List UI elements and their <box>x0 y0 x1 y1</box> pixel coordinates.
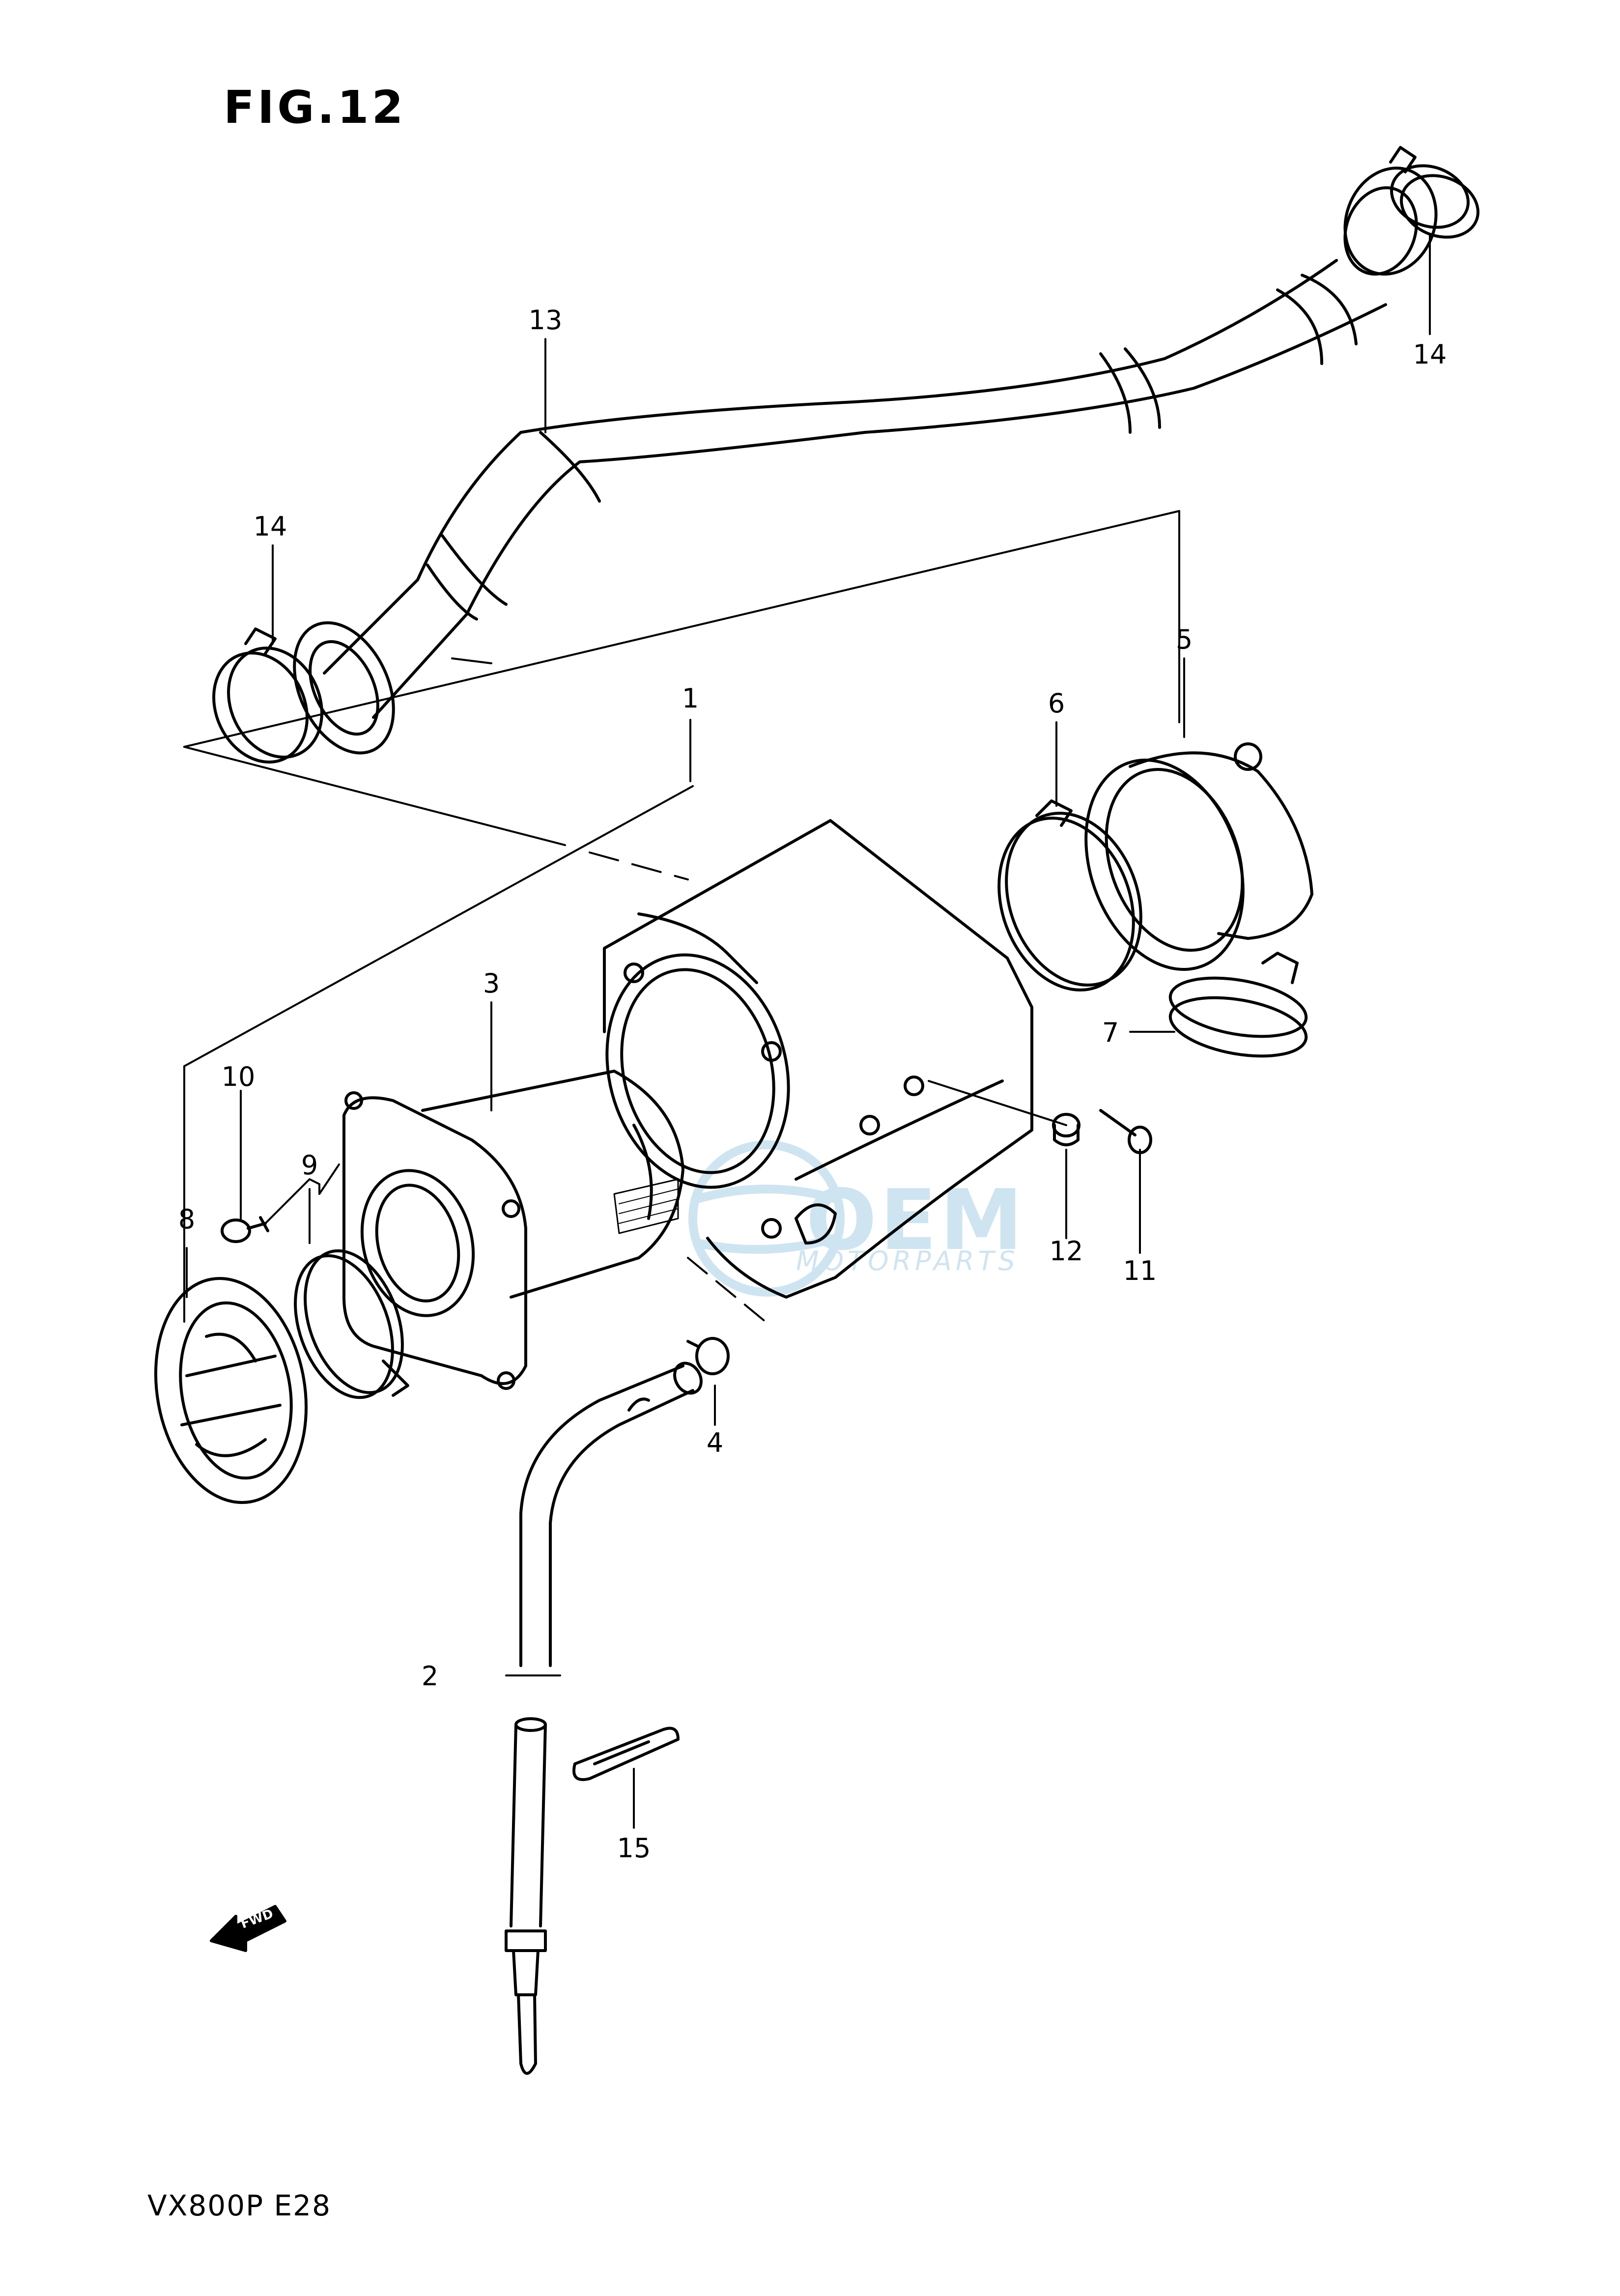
hose-clamp-right <box>1389 146 1479 239</box>
callout-14b: 14 <box>1413 339 1447 370</box>
outlet-duct-5 <box>1084 742 1313 971</box>
callout-14a: 14 <box>254 511 287 542</box>
drain-hose <box>519 1361 703 1667</box>
case-bolt-leader <box>928 1080 1067 1126</box>
callout-11: 11 <box>1123 1255 1157 1286</box>
model-code: VX800P E28 <box>147 2189 331 2222</box>
leader-lines <box>186 235 1431 1829</box>
bolt-11 <box>1099 1109 1152 1154</box>
clip-15 <box>572 1727 680 1781</box>
callout-15: 15 <box>617 1833 651 1864</box>
callout-7: 7 <box>1102 1017 1119 1048</box>
callout-3: 3 <box>483 968 500 999</box>
callout-4: 4 <box>707 1427 723 1458</box>
callout-8: 8 <box>178 1204 195 1235</box>
drain-plug <box>505 1717 547 2075</box>
callout-12: 12 <box>1050 1236 1083 1267</box>
inlet-duct <box>154 1277 308 1504</box>
callout-10: 10 <box>222 1061 256 1092</box>
callout-labels: 1 2 3 4 5 6 7 8 9 10 11 12 13 14 14 15 <box>178 305 1447 1864</box>
clamp-7 <box>1168 952 1308 1058</box>
callout-13: 13 <box>529 305 563 336</box>
callout-9: 9 <box>301 1150 318 1181</box>
air-cleaner-element <box>421 1070 684 1299</box>
intake-hose <box>293 167 1438 755</box>
clamp-6 <box>997 799 1142 992</box>
callout-2: 2 <box>422 1661 438 1692</box>
hose-clamp-left <box>212 627 323 764</box>
nut-12 <box>1052 1113 1080 1146</box>
screw-10-leader <box>264 1163 340 1224</box>
seal-ring <box>294 1249 409 1399</box>
element-cover-plate <box>342 1091 527 1390</box>
figure-title: FIG.12 <box>224 81 406 134</box>
assembly-bracket-lines <box>183 510 1180 1328</box>
callout-5: 5 <box>1176 624 1193 655</box>
screw-10 <box>221 1216 269 1243</box>
fwd-arrow-icon <box>210 1905 286 1952</box>
callout-1: 1 <box>682 683 699 714</box>
air-cleaner-case <box>603 819 1033 1299</box>
callout-6: 6 <box>1048 688 1065 719</box>
clamp-4 <box>686 1337 730 1375</box>
